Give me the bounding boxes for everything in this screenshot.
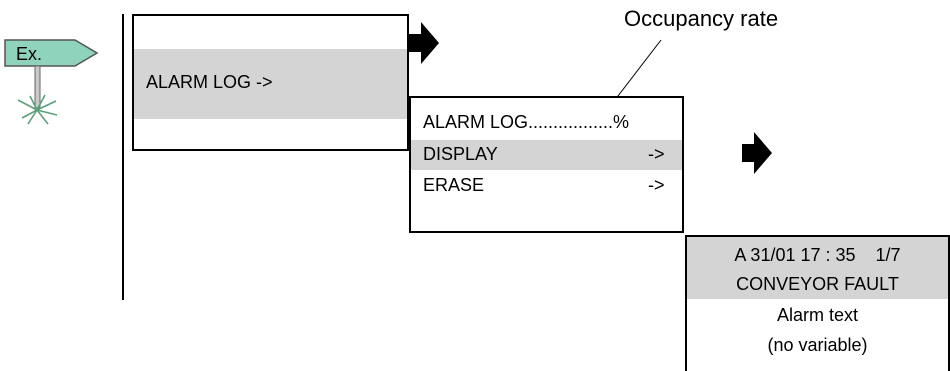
highlight-band [134, 49, 407, 119]
signpost-board [4, 39, 99, 67]
menu-item-display[interactable]: DISPLAY [423, 144, 498, 164]
highlight-band [687, 237, 948, 299]
menu-item-erase[interactable]: ERASE [423, 175, 485, 195]
display-arrow: -> [648, 144, 665, 164]
alarm-title: CONVEYOR FAULT [736, 274, 899, 294]
separator-line [122, 14, 124, 300]
screen-alarm-detail: A 31/01 17 : 35 1/7 CONVEYOR FAULT Alarm… [685, 235, 950, 371]
screen-alarm-log-menu: ALARM LOG.................% DISPLAY -> E… [409, 96, 684, 233]
erase-arrow: -> [648, 175, 665, 195]
alarm-log-occupancy-row: ALARM LOG.................% [423, 112, 630, 132]
signpost-label: Ex. [16, 44, 42, 64]
highlight-band [411, 140, 682, 170]
occupancy-rate-label: Occupancy rate [624, 6, 779, 31]
grass-icon [17, 94, 58, 125]
screen-alarm-log-entry: ALARM LOG -> [132, 14, 409, 151]
signpost-pole [34, 65, 41, 109]
next-arrow-icon [742, 132, 772, 174]
alarm-variable: (no variable) [767, 335, 868, 355]
next-arrow-icon [409, 22, 439, 64]
alarm-text: Alarm text [776, 305, 859, 325]
menu-item-alarm-log[interactable]: ALARM LOG -> [146, 72, 273, 92]
example-signpost: Ex. [4, 39, 99, 125]
alarm-header: A 31/01 17 : 35 1/7 [734, 245, 901, 265]
